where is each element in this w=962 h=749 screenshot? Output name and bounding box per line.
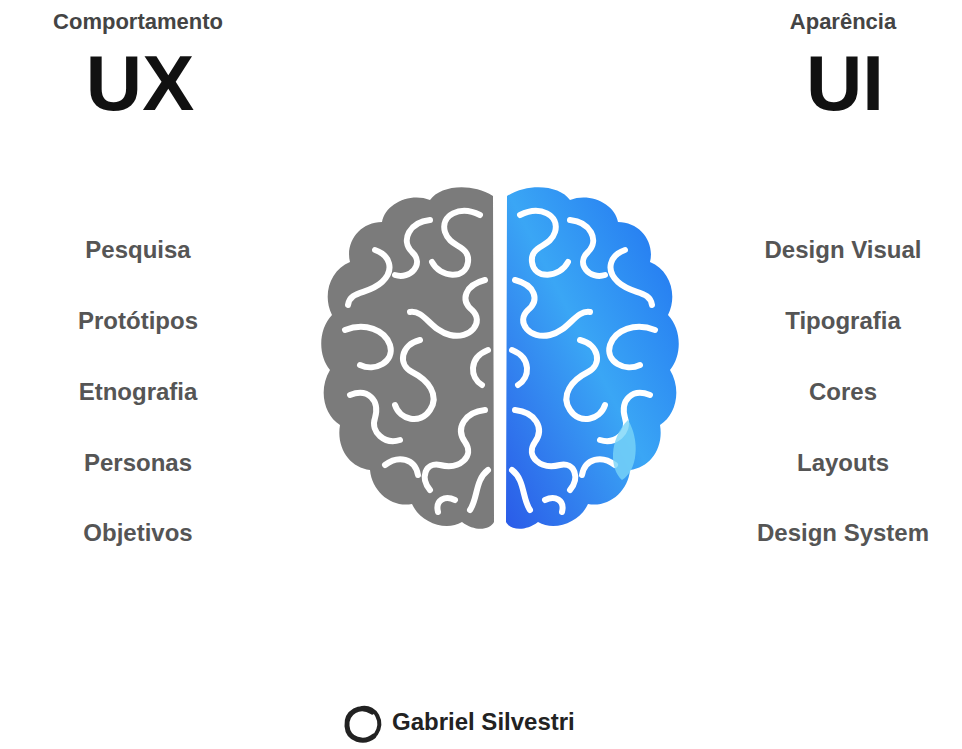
list-item: Design System — [757, 520, 929, 546]
list-item: Protótipos — [78, 308, 198, 334]
left-hemisphere — [321, 187, 494, 528]
list-item: Objetivos — [83, 520, 192, 546]
heading-subtitle: Aparência — [790, 10, 896, 34]
list-item: Personas — [84, 450, 192, 476]
list-item: Pesquisa — [85, 237, 190, 263]
list-item: Layouts — [797, 450, 889, 476]
logo-mark — [347, 708, 379, 740]
list-item: Tipografia — [785, 308, 901, 334]
heading-subtitle: Comportamento — [53, 10, 223, 34]
list-item: Etnografia — [79, 379, 198, 405]
right-hemisphere — [506, 187, 679, 528]
author-name: Gabriel Silvestri — [392, 709, 575, 735]
list-item: Cores — [809, 379, 877, 405]
heading-main: UX — [86, 41, 194, 127]
list-item: Design Visual — [765, 237, 922, 263]
heading-main: UI — [806, 41, 884, 127]
